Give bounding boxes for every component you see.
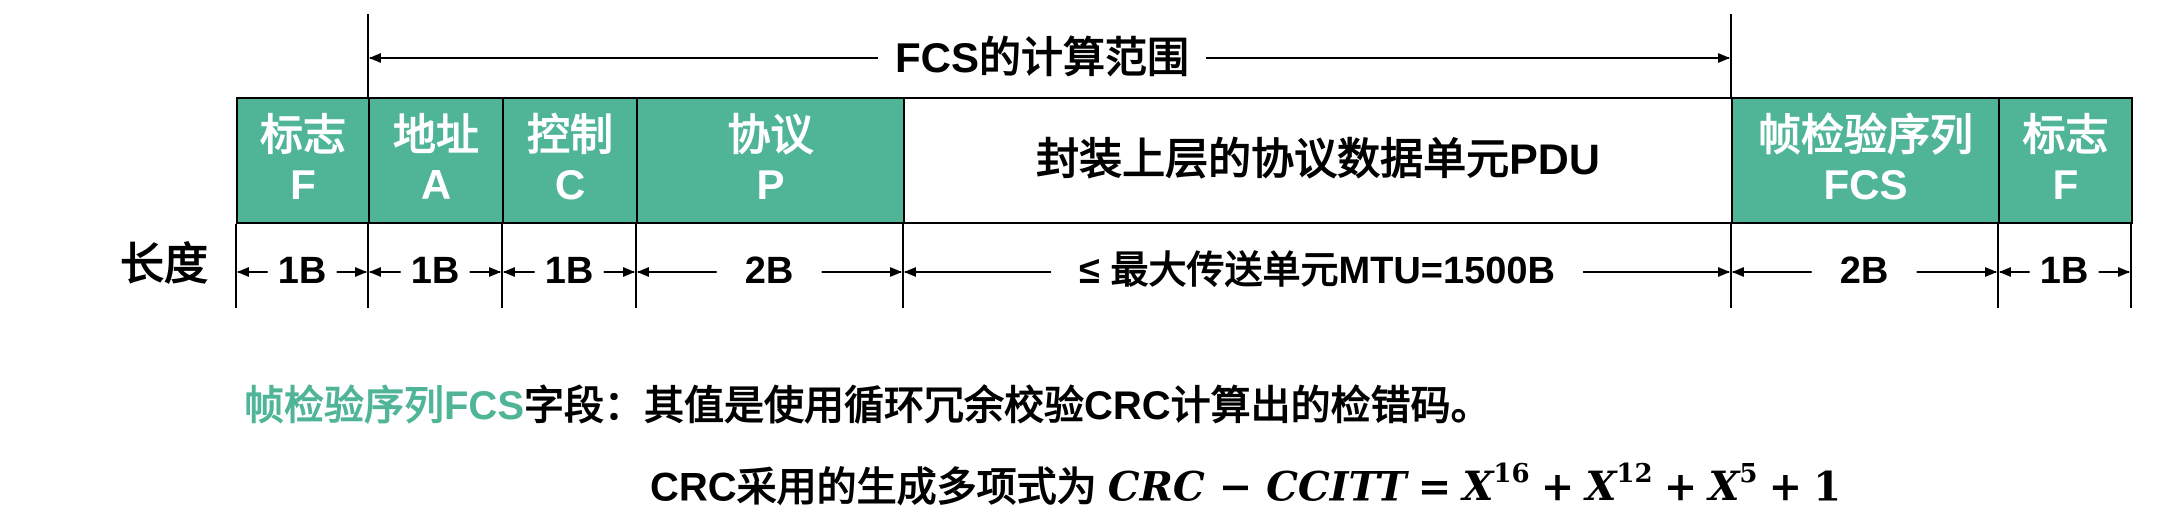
field-abbr: A bbox=[420, 161, 452, 209]
field-fcs: 帧检验序列 FCS bbox=[1731, 97, 2000, 224]
formula-constant: 1 bbox=[1813, 463, 1842, 511]
length-pdu: ≤ 最大传送单元MTU=1500B bbox=[1051, 252, 1583, 290]
formula-prefix: CRC采用的生成多项式为 bbox=[650, 465, 1097, 510]
term-base: X bbox=[1462, 463, 1494, 511]
field-abbr: C bbox=[554, 161, 586, 209]
length-flag-end: 1B bbox=[2029, 252, 2099, 290]
field-address: 地址 A bbox=[368, 97, 504, 224]
crc-formula: CRC采用的生成多项式为 CRC − CCITT = X16 + X12 + X… bbox=[650, 461, 1842, 511]
field-name: 帧检验序列 bbox=[1758, 111, 1973, 160]
field-abbr: FCS bbox=[1823, 161, 1908, 209]
field-abbr: P bbox=[756, 161, 785, 209]
field-pdu: 封装上层的协议数据单元PDU bbox=[903, 97, 1733, 224]
formula-plus-2: + bbox=[1663, 463, 1698, 511]
length-control: 1B bbox=[534, 252, 604, 290]
length-flag-start: 1B bbox=[267, 252, 337, 290]
term-base: X bbox=[1708, 463, 1740, 511]
formula-plus-3: + bbox=[1768, 463, 1803, 511]
term-exponent: 5 bbox=[1739, 459, 1758, 489]
field-abbr: F bbox=[2052, 161, 2079, 209]
field-name: 地址 bbox=[393, 111, 479, 160]
fcs-range-label: FCS的计算范围 bbox=[894, 34, 1189, 81]
term-exponent: 12 bbox=[1616, 459, 1653, 489]
length-fcs: 2B bbox=[1811, 252, 1917, 290]
formula-term-1: X16 bbox=[1462, 461, 1529, 511]
length-label: 长度 bbox=[120, 240, 208, 289]
field-control: 控制 C bbox=[502, 97, 638, 224]
formula-term-2: X12 bbox=[1585, 461, 1652, 511]
field-name: 控制 bbox=[527, 111, 613, 160]
formula-eq: = bbox=[1417, 463, 1452, 511]
field-name: 标志 bbox=[260, 111, 346, 160]
term-base: X bbox=[1585, 463, 1617, 511]
formula-lhs: CRC − CCITT bbox=[1107, 463, 1407, 511]
length-boundaries bbox=[235, 224, 2132, 308]
field-flag-end: 标志 F bbox=[1998, 97, 2133, 224]
formula-term-3: X5 bbox=[1708, 461, 1757, 511]
length-protocol: 2B bbox=[716, 252, 822, 290]
field-flag-start: 标志 F bbox=[236, 97, 370, 224]
fcs-note: 帧检验序列FCS字段：其值是使用循环冗余校验CRC计算出的检错码。 bbox=[244, 386, 1491, 426]
field-name: 封装上层的协议数据单元PDU bbox=[1036, 135, 1600, 184]
formula-plus-1: + bbox=[1540, 463, 1575, 511]
field-name: 协议 bbox=[727, 111, 814, 160]
field-protocol: 协议 P bbox=[636, 97, 905, 224]
term-exponent: 16 bbox=[1493, 459, 1530, 489]
length-address: 1B bbox=[400, 252, 470, 290]
field-name: 标志 bbox=[2022, 111, 2109, 160]
fcs-note-text: 字段：其值是使用循环冗余校验CRC计算出的检错码。 bbox=[524, 384, 1491, 428]
fcs-note-accent: 帧检验序列FCS bbox=[244, 384, 524, 428]
field-abbr: F bbox=[290, 161, 316, 209]
